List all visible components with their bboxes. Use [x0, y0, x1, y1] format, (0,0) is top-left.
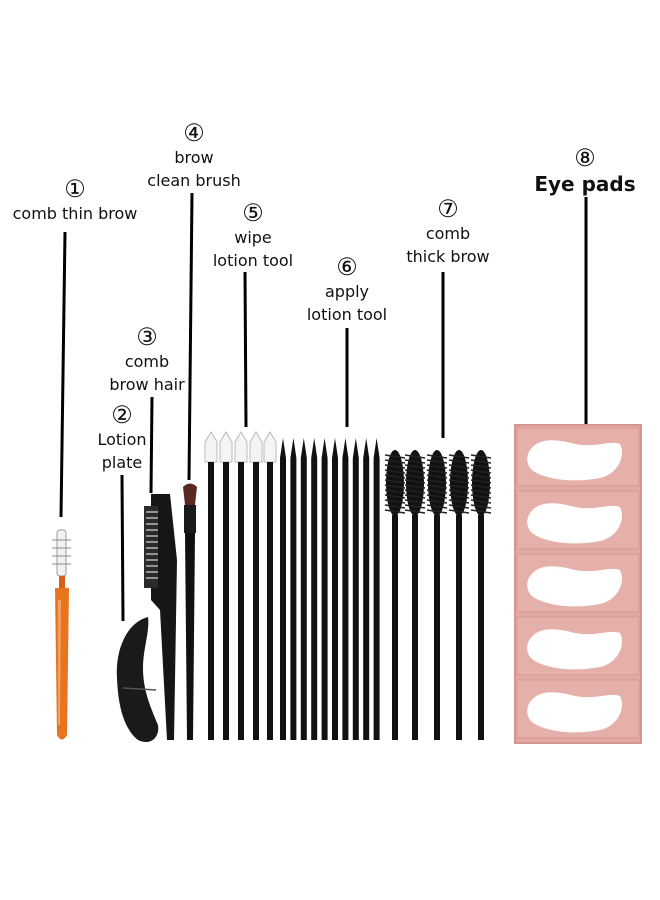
label-7-line-2: thick brow	[406, 247, 490, 266]
leader-line-1	[59, 231, 67, 518]
label-wipe-lotion-tool: ⑤ wipe lotion tool	[198, 200, 308, 272]
label-5-line-1: wipe	[234, 228, 272, 247]
number-8: ⑧	[574, 144, 596, 172]
apply-tool-9	[363, 438, 370, 740]
number-7: ⑦	[437, 195, 459, 223]
label-1-line-1: comb thin brow	[12, 204, 138, 223]
number-2: ②	[111, 401, 133, 429]
label-eye-pads: ⑧ Eye pads	[520, 145, 650, 197]
apply-tool-4	[311, 438, 318, 740]
label-comb-thick-brow: ⑦ comb thick brow	[393, 196, 503, 268]
number-1: ①	[64, 175, 86, 203]
label-comb-brow-hair: ③ comb brow hair	[92, 324, 202, 396]
eye-pad-1	[516, 427, 640, 487]
leader-line-3	[149, 396, 154, 494]
wipe-tool-3	[234, 431, 248, 740]
thick-brow-combs	[384, 450, 492, 740]
wipe-tool-4	[249, 431, 263, 740]
apply-tool-10	[373, 438, 380, 740]
wipe-tool-2	[219, 431, 233, 740]
wand-2	[404, 450, 426, 740]
label-6-line-2: lotion tool	[306, 305, 388, 324]
label-6-line-1: apply	[324, 282, 370, 301]
wipe-tool-5	[263, 431, 277, 740]
apply-tool-6	[332, 438, 338, 740]
apply-lotion-tools	[280, 438, 380, 740]
number-6: ⑥	[336, 253, 358, 281]
number-5: ⑤	[242, 199, 264, 227]
label-3-line-1: comb	[124, 352, 170, 371]
label-7-line-1: comb	[425, 224, 471, 243]
apply-tool-3	[300, 438, 307, 740]
wand-1	[384, 450, 406, 740]
label-3-line-2: brow hair	[109, 375, 185, 394]
eye-pad-3	[516, 553, 640, 613]
eye-pads	[514, 424, 642, 744]
wipe-tool-1	[204, 431, 218, 740]
label-comb-thin-brow: ① comb thin brow	[0, 176, 150, 225]
label-2-line-2: plate	[101, 453, 143, 472]
label-5-line-2: lotion tool	[212, 251, 294, 270]
apply-tool-8	[352, 438, 359, 740]
wand-5	[470, 450, 492, 740]
comb-thin-brow-tool	[52, 529, 71, 740]
apply-tool-7	[342, 438, 349, 740]
label-4-line-2: clean brush	[147, 171, 241, 190]
eye-pad-5	[516, 679, 640, 739]
lotion-plate	[116, 617, 159, 743]
comb-brow-hair-tool	[144, 494, 177, 740]
label-brow-clean-brush: ④ brow clean brush	[134, 120, 254, 192]
label-apply-lotion-tool: ⑥ apply lotion tool	[292, 254, 402, 326]
apply-tool-2	[290, 438, 297, 740]
label-8-line-1: Eye pads	[534, 172, 636, 196]
wipe-lotion-tools	[204, 431, 277, 740]
leader-line-4	[187, 192, 194, 481]
wand-3	[426, 450, 448, 740]
leader-lines	[59, 192, 588, 622]
eye-pad-4	[516, 616, 640, 676]
leader-line-5	[243, 271, 248, 428]
eye-pad-2	[516, 490, 640, 550]
number-4: ④	[183, 119, 205, 147]
label-4-line-1: brow	[174, 148, 214, 167]
label-lotion-plate: ② Lotion plate	[82, 402, 162, 474]
number-3: ③	[136, 323, 158, 351]
leader-line-2	[120, 474, 125, 622]
brow-clean-brush	[183, 483, 197, 740]
apply-tool-1	[280, 438, 286, 740]
apply-tool-5	[321, 438, 328, 740]
label-2-line-1: Lotion	[97, 430, 147, 449]
wand-4	[448, 450, 470, 740]
